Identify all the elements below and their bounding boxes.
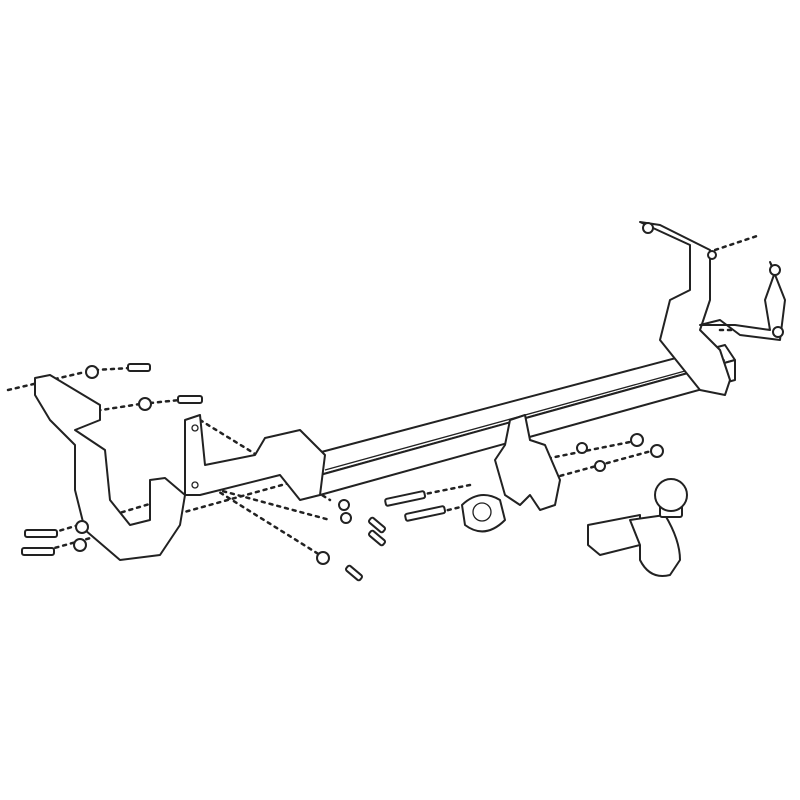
bolt: [344, 564, 364, 582]
socket-plate: [461, 494, 506, 533]
washer: [338, 499, 350, 511]
washer: [594, 460, 606, 472]
washer: [576, 442, 588, 454]
nut: [85, 365, 99, 379]
washer: [138, 397, 152, 411]
washer: [340, 512, 352, 524]
nut: [769, 264, 781, 276]
washer: [316, 551, 330, 565]
fasteners: [21, 363, 664, 582]
bolt: [367, 516, 387, 534]
bolt: [384, 490, 427, 507]
bolt: [177, 395, 203, 404]
bolt-hole: [191, 481, 199, 489]
center-bracket: [494, 414, 561, 511]
bolt: [367, 529, 387, 547]
bolt: [24, 529, 58, 538]
tow-ball-assembly: [587, 478, 688, 577]
bolt-hole: [191, 424, 199, 432]
bolt: [404, 505, 447, 522]
nut: [707, 250, 717, 260]
bolt: [21, 547, 55, 556]
nut: [772, 326, 784, 338]
nut: [642, 222, 654, 234]
nut: [630, 433, 644, 447]
left-inner-bracket: [184, 414, 326, 501]
washer: [73, 538, 87, 552]
left-outer-bracket: [34, 374, 186, 561]
nut: [650, 444, 664, 458]
bolt: [127, 363, 151, 372]
washer: [75, 520, 89, 534]
